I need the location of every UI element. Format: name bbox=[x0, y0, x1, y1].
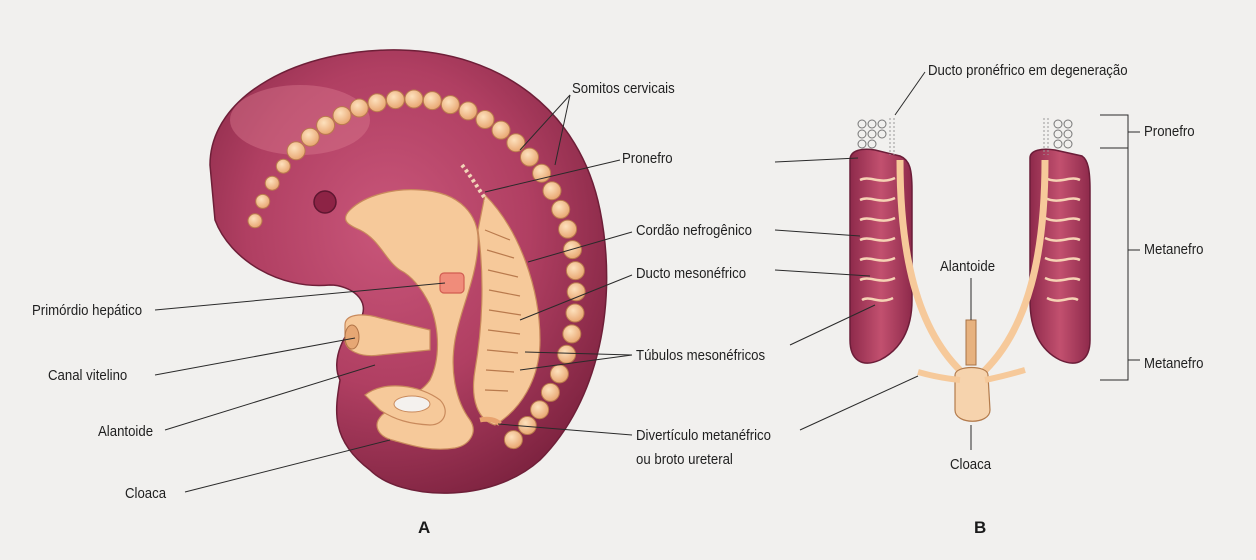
label-pronefro-b: Pronefro bbox=[1144, 123, 1195, 141]
optic-vesicle bbox=[314, 191, 336, 213]
embryo-illustration bbox=[210, 50, 607, 493]
somite bbox=[558, 345, 576, 363]
label-alantoide-a: Alantoide bbox=[98, 423, 153, 441]
label-tubulos-mesonefricos: Túbulos mesonéfricos bbox=[636, 347, 765, 365]
somite bbox=[350, 99, 368, 117]
somite bbox=[256, 194, 270, 208]
label-metanefro-upper: Metanefro bbox=[1144, 241, 1203, 259]
somite bbox=[552, 200, 570, 218]
somite bbox=[541, 383, 559, 401]
somite bbox=[566, 304, 584, 322]
label-cloaca-a: Cloaca bbox=[125, 485, 166, 503]
somite bbox=[459, 102, 477, 120]
somite bbox=[559, 220, 577, 238]
somite bbox=[531, 401, 549, 419]
label-ducto-mesonefrico: Ducto mesonéfrico bbox=[636, 265, 746, 283]
cloaca-sac bbox=[955, 368, 990, 422]
panel-label-b: B bbox=[974, 518, 986, 538]
label-canal-vitelino: Canal vitelino bbox=[48, 367, 127, 385]
somite bbox=[368, 94, 386, 112]
somite bbox=[265, 176, 279, 190]
somite bbox=[441, 96, 459, 114]
label-metanefro-lower: Metanefro bbox=[1144, 355, 1203, 373]
somite bbox=[567, 283, 585, 301]
somite bbox=[504, 431, 522, 449]
somite bbox=[507, 134, 525, 152]
label-diverticulo-line2: ou broto ureteral bbox=[636, 451, 733, 469]
somite bbox=[276, 159, 290, 173]
somite bbox=[248, 214, 262, 228]
somite bbox=[317, 116, 335, 134]
label-ducto-pronefrico: Ducto pronéfrico em degeneração bbox=[928, 62, 1128, 80]
label-pronefro-a: Pronefro bbox=[622, 150, 673, 168]
somite bbox=[566, 262, 584, 280]
label-primordio-hepatico: Primórdio hepático bbox=[32, 302, 142, 320]
label-cordao-nefrogenico: Cordão nefrogênico bbox=[636, 222, 752, 240]
panel-label-a: A bbox=[418, 518, 430, 538]
somite bbox=[550, 365, 568, 383]
somite bbox=[423, 92, 441, 110]
label-cloaca-b: Cloaca bbox=[950, 456, 991, 474]
label-alantoide-b: Alantoide bbox=[940, 258, 995, 276]
somite bbox=[521, 148, 539, 166]
somite bbox=[533, 164, 551, 182]
somite bbox=[405, 90, 423, 108]
label-somitos-cervicais: Somitos cervicais bbox=[572, 80, 675, 98]
somite bbox=[386, 91, 404, 109]
label-diverticulo-line1: Divertículo metanéfrico bbox=[636, 427, 771, 445]
somite bbox=[301, 128, 319, 146]
somite bbox=[563, 325, 581, 343]
somite bbox=[287, 142, 305, 160]
somite bbox=[543, 182, 561, 200]
somite bbox=[476, 111, 494, 129]
somite bbox=[492, 121, 510, 139]
allantois-stalk bbox=[966, 320, 976, 365]
somite bbox=[333, 107, 351, 125]
